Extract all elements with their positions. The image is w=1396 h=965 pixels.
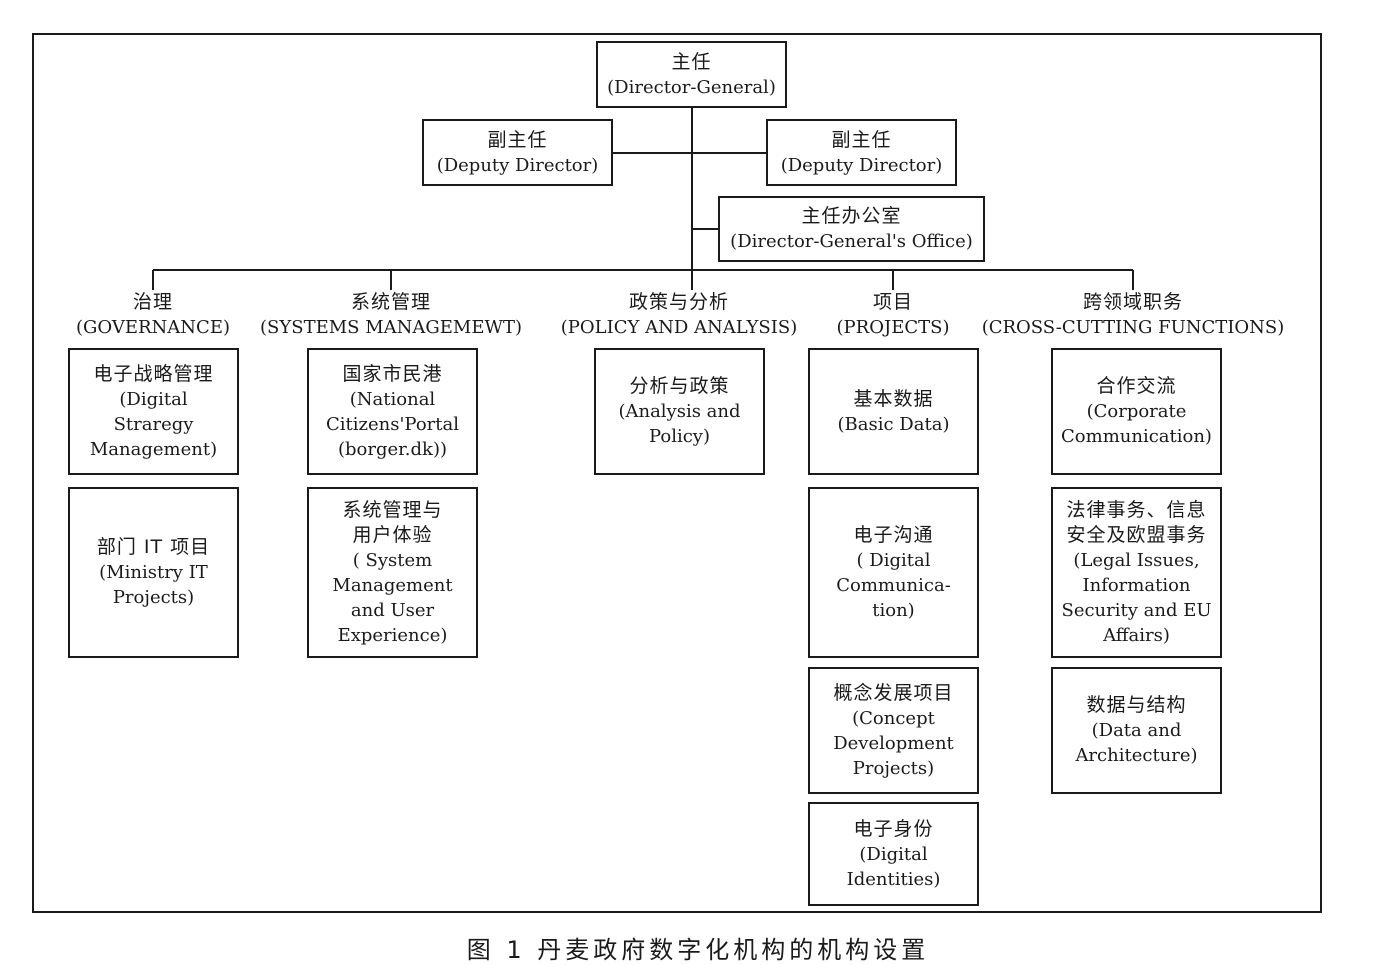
connector-lines: [152, 107, 1134, 290]
director-general-office-en: (Director-General's Office): [730, 231, 973, 252]
division-heading-projects: 项目 (PROJECTS): [836, 291, 950, 338]
figure-caption: 图 1 丹麦政府数字化机构的机构设置: [466, 936, 930, 964]
unit-legal-infosec-eu-affairs: 法律事务、信息 安全及欧盟事务 (Legal Issues, Informati…: [1051, 487, 1222, 658]
deputy-director-right-en: (Deputy Director): [780, 154, 943, 176]
deputy-director-left-en: (Deputy Director): [436, 154, 599, 176]
unit-digital-strategy-management: 电子战略管理 (Digital Straregy Management): [68, 348, 239, 475]
unit-national-citizens-portal: 国家市民港 (National Citizens'Portal (borger.…: [307, 348, 478, 475]
division-heading-governance: 治理 (GOVERNANCE): [76, 291, 230, 338]
unit-corporate-communication: 合作交流 (Corporate Communication): [1051, 348, 1222, 475]
diagram-frame: [32, 33, 1322, 913]
director-general-box: 主任 (Director-General): [596, 41, 787, 108]
deputy-director-right-box: 副主任 (Deputy Director): [766, 119, 957, 186]
director-general-office-zh: 主任办公室: [801, 205, 902, 227]
unit-analysis-and-policy: 分析与政策 (Analysis and Policy): [594, 348, 765, 475]
unit-concept-development-projects: 概念发展项目 (Concept Development Projects): [808, 667, 979, 794]
unit-digital-communication: 电子沟通 ( Digital Communica- tion): [808, 487, 979, 658]
director-general-zh: 主任: [671, 50, 712, 73]
unit-digital-identities: 电子身份 (Digital Identities): [808, 802, 979, 906]
unit-basic-data: 基本数据 (Basic Data): [808, 348, 979, 475]
division-heading-cross-cutting: 跨领域职务 (CROSS-CUTTING FUNCTIONS): [981, 291, 1285, 338]
unit-system-management-user-experience: 系统管理与 用户体验 ( System Management and User …: [307, 487, 478, 658]
director-general-office-box: 主任办公室 (Director-General's Office): [718, 196, 985, 262]
deputy-director-left-box: 副主任 (Deputy Director): [422, 119, 613, 186]
director-general-en: (Director-General): [607, 76, 776, 98]
deputy-director-left-zh: 副主任: [487, 128, 548, 151]
unit-ministry-it-projects: 部门 IT 项目 (Ministry IT Projects): [68, 487, 239, 658]
deputy-director-right-zh: 副主任: [831, 128, 892, 151]
unit-data-and-architecture: 数据与结构 (Data and Architecture): [1051, 667, 1222, 794]
division-heading-policy-analysis: 政策与分析 (POLICY AND ANALYSIS): [560, 291, 798, 338]
division-heading-systems-management: 系统管理 (SYSTEMS MANAGEMEWT): [260, 291, 522, 338]
